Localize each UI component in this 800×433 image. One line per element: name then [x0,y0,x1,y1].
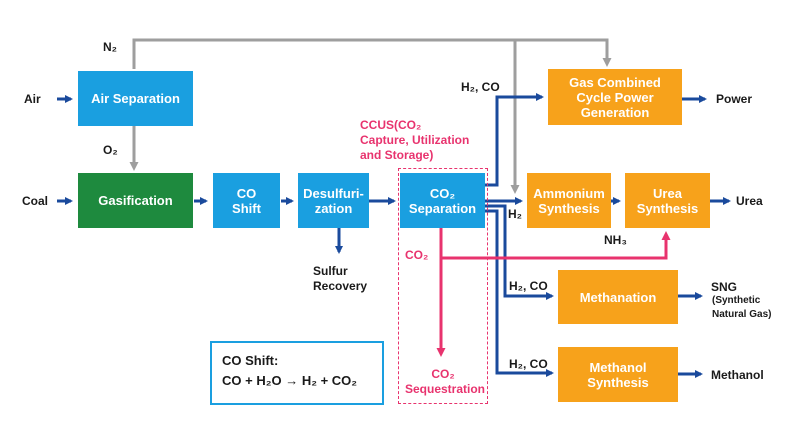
methanation-box: Methanation [558,270,678,324]
h2-co-methanation-label: H₂, CO [509,279,548,293]
urea-synthesis-box: Urea Synthesis [625,173,710,228]
ammonium-synthesis-box: Ammonium Synthesis [527,173,611,228]
formula-title: CO Shift: [222,353,279,368]
methanol-label: Methanol [711,368,764,382]
formula-equation: CO + H₂O → H₂ + CO₂ [222,373,358,388]
urea-label: Urea [736,194,763,208]
o2-label: O₂ [103,143,118,157]
coal-label: Coal [22,194,49,208]
power-label: Power [716,92,753,106]
co2-separation-box: CO₂ Separation [400,173,485,228]
ccus-dashed-boundary [398,168,488,404]
nh3-label: NH₃ [604,233,627,247]
ccus-label: CCUS(CO₂ Capture, Utilization and Storag… [360,118,470,162]
h2-label: H₂ [508,207,522,221]
gas-lines [129,38,612,194]
n2-label: N₂ [103,40,117,54]
h2-co-methanol-label: H₂, CO [509,357,548,371]
air-separation-box: Air Separation [78,71,193,126]
co-shift-box: CO Shift [213,173,280,228]
sulfur-recovery-label: Sulfur Recovery [313,264,368,293]
sng-full-name: (Synthetic Natural Gas) [712,295,772,320]
methanol-synthesis-box: Methanol Synthesis [558,347,678,402]
sng-label: SNG [711,280,738,294]
gas-combined-cycle-box: Gas Combined Cycle Power Generation [548,69,682,125]
process-lines [57,93,731,378]
air-label: Air [24,92,41,106]
gasification-box: Gasification [78,173,193,228]
h2-co-top-label: H₂, CO [461,80,500,94]
desulfurization-box: Desulfuri- zation [298,173,369,228]
co2-sequestration-label: CO₂ Sequestration [405,367,486,396]
co-shift-formula-box: CO Shift: CO + H₂O → H₂ + CO₂ [210,341,384,405]
co2-lines [436,228,671,357]
co2-branch-label: CO₂ [405,248,429,262]
